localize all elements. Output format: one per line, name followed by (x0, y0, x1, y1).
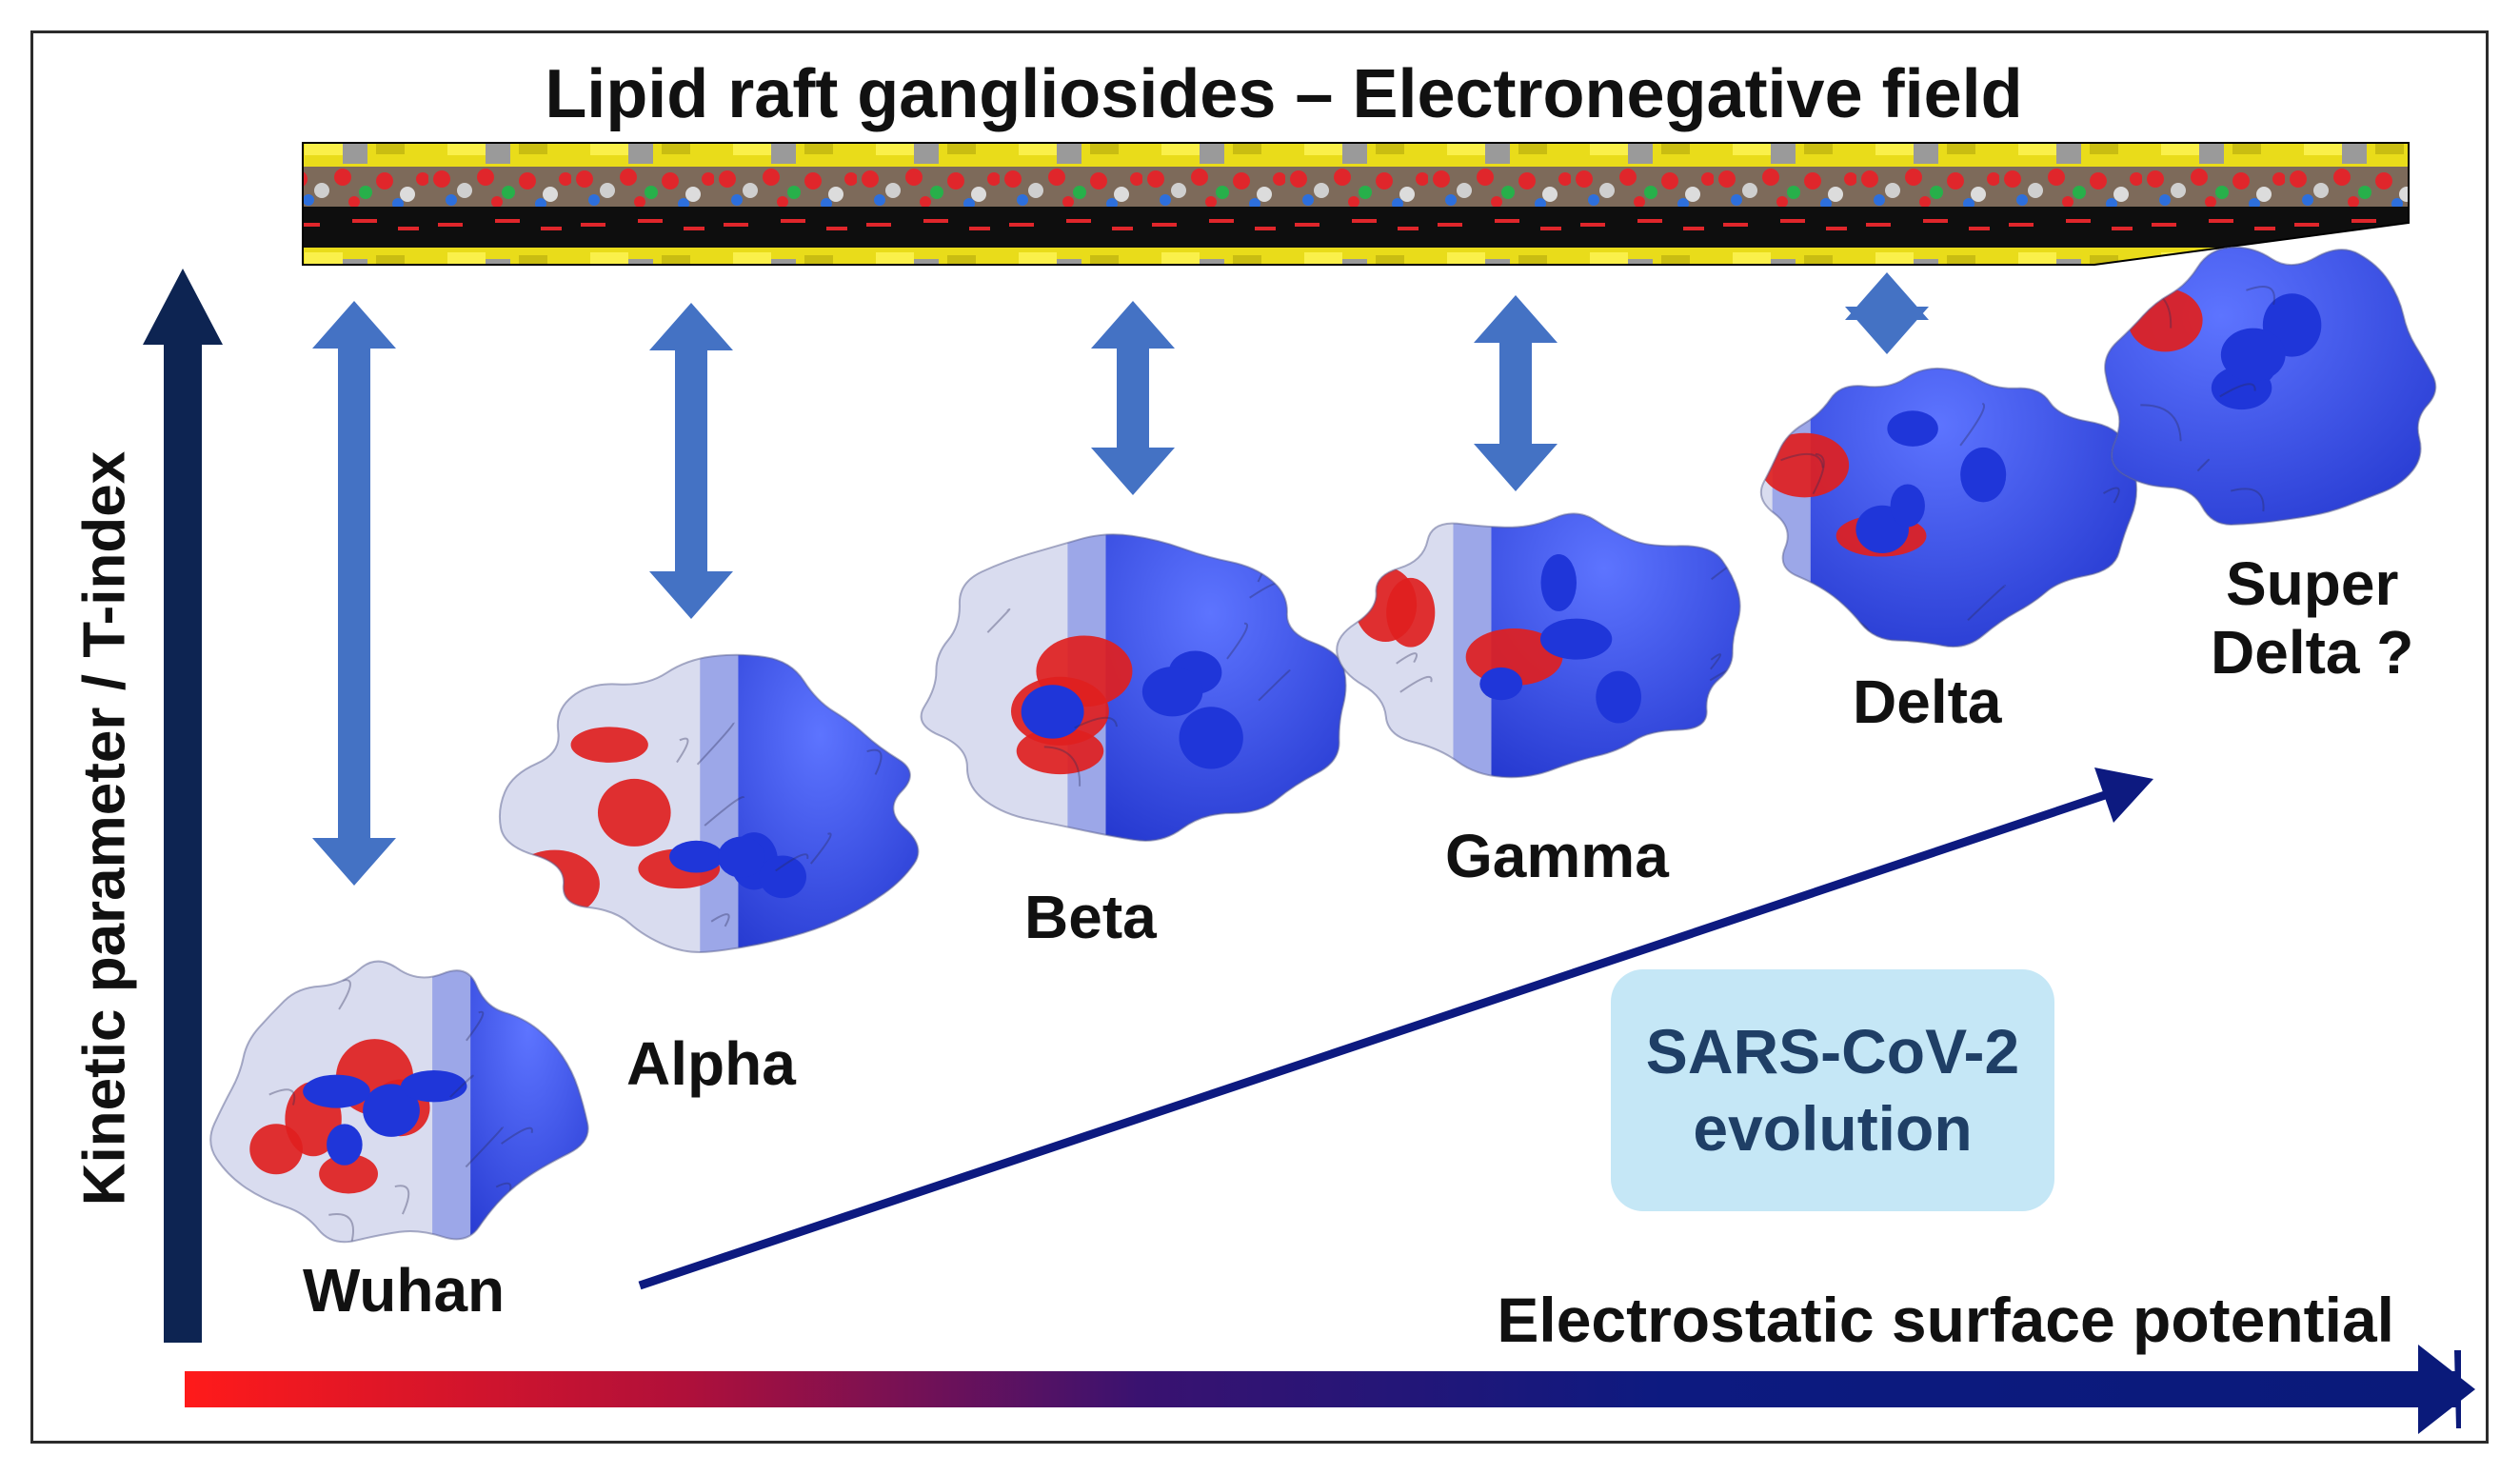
x-axis-arrow (185, 1345, 2475, 1434)
double-arrow-beta (1091, 301, 1175, 495)
variant-label-super-line2: Delta ? (2211, 617, 2414, 687)
figure-title: Lipid raft gangliosides – Electronegativ… (545, 56, 2023, 132)
variant-label-delta: Delta (1853, 668, 2002, 736)
double-arrow-delta (1845, 272, 1929, 354)
protein-surface-super-delta (2104, 246, 2437, 526)
variant-label-beta: Beta (1024, 883, 1157, 951)
protein-surface-gamma (1336, 512, 1741, 779)
evolution-box-line1: SARS-CoV-2 (1645, 1016, 2020, 1087)
protein-surface-beta (920, 533, 1347, 842)
variant-label-alpha: Alpha (626, 1029, 796, 1098)
protein-surface-wuhan (209, 960, 589, 1244)
membrane-strip (302, 142, 2410, 266)
double-arrow-alpha (649, 303, 733, 619)
protein-surfaces (209, 246, 2437, 1244)
trend-arrow (638, 767, 2153, 1290)
variant-label-super-delta: Super Delta ? (2211, 549, 2414, 687)
protein-surface-alpha (498, 653, 920, 953)
variant-label-wuhan: Wuhan (303, 1256, 506, 1325)
y-axis-label-wrap: Kinetic parameter / T-index (38, 343, 171, 1314)
x-axis-label: Electrostatic surface potential (1497, 1285, 2394, 1355)
double-arrow-gamma (1474, 295, 1558, 491)
y-axis-arrow (143, 269, 223, 1343)
evolution-box: SARS-CoV-2 evolution (1611, 969, 2054, 1211)
double-arrows (312, 272, 1929, 886)
evolution-box-line2: evolution (1693, 1093, 1973, 1164)
variant-label-super-line1: Super (2226, 549, 2399, 618)
variant-label-gamma: Gamma (1445, 822, 1669, 890)
y-axis-label: Kinetic parameter / T-index (71, 450, 138, 1206)
double-arrow-wuhan (312, 301, 396, 886)
